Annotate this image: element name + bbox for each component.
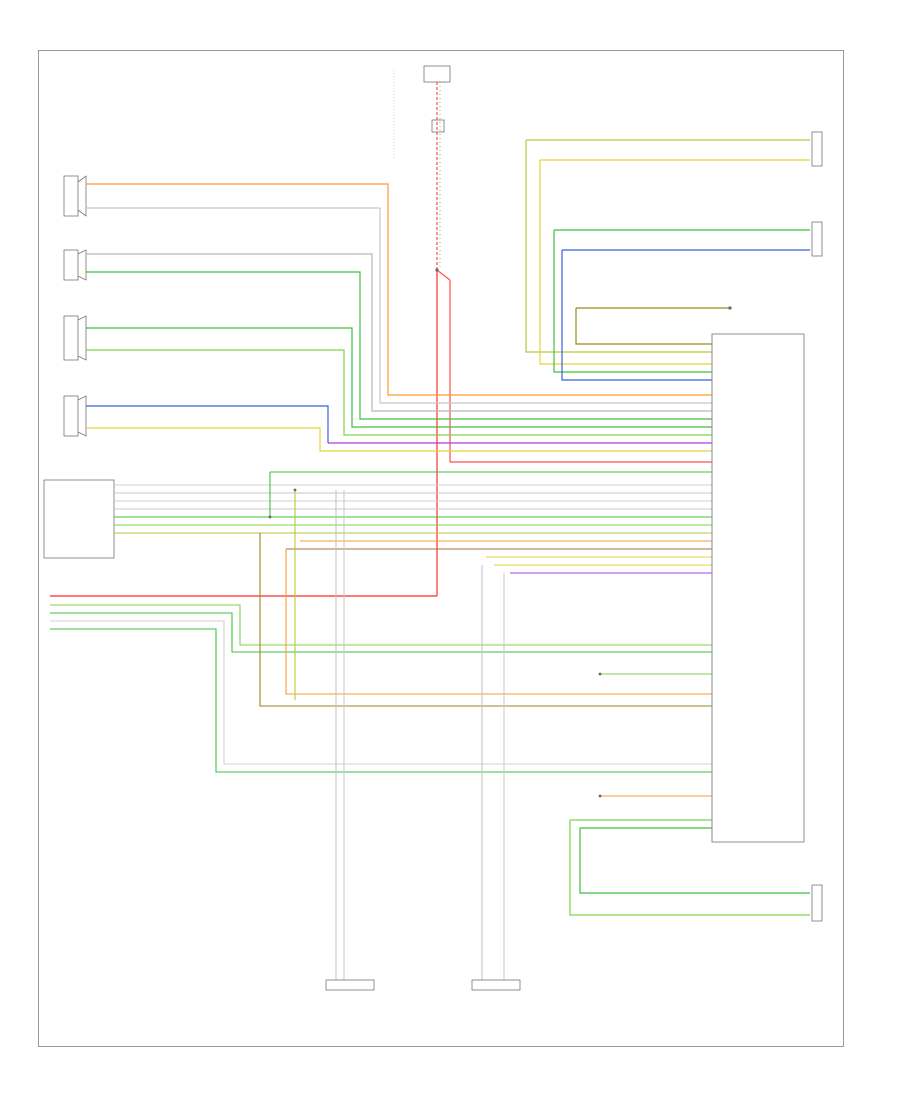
wire-yellow-1 [86, 427, 712, 452]
bus-wires [114, 471, 712, 574]
left-harness [50, 490, 712, 797]
left-wires [86, 183, 712, 452]
speaker-4 [63, 395, 87, 437]
speaker-1 [63, 175, 87, 217]
fuse-box [423, 65, 451, 83]
connector-block [431, 119, 445, 133]
right-wires [525, 139, 810, 916]
red-branch [436, 269, 451, 281]
wire-green-2 [86, 327, 712, 428]
right-speaker-1 [811, 131, 823, 167]
right-components [811, 131, 823, 922]
wire-lgreen-1 [86, 349, 712, 436]
splice-points [268, 268, 732, 798]
wire-gray-2 [86, 253, 712, 412]
speaker-2 [63, 249, 87, 281]
bottom-leads [325, 490, 521, 991]
left-speakers [43, 175, 115, 559]
right-speaker-2 [811, 221, 823, 257]
speaker-3 [63, 315, 87, 361]
power-feed [50, 65, 712, 597]
diagram-frame [38, 50, 844, 1047]
wire-green-1 [86, 271, 712, 420]
module-outline [711, 333, 805, 843]
right-speaker-3 [811, 884, 823, 922]
left-module-box [43, 479, 115, 559]
main-module [711, 333, 805, 843]
wire-orange-1 [86, 183, 712, 396]
wire-gray-1 [86, 207, 712, 404]
wire-blue-1 [86, 405, 329, 443]
